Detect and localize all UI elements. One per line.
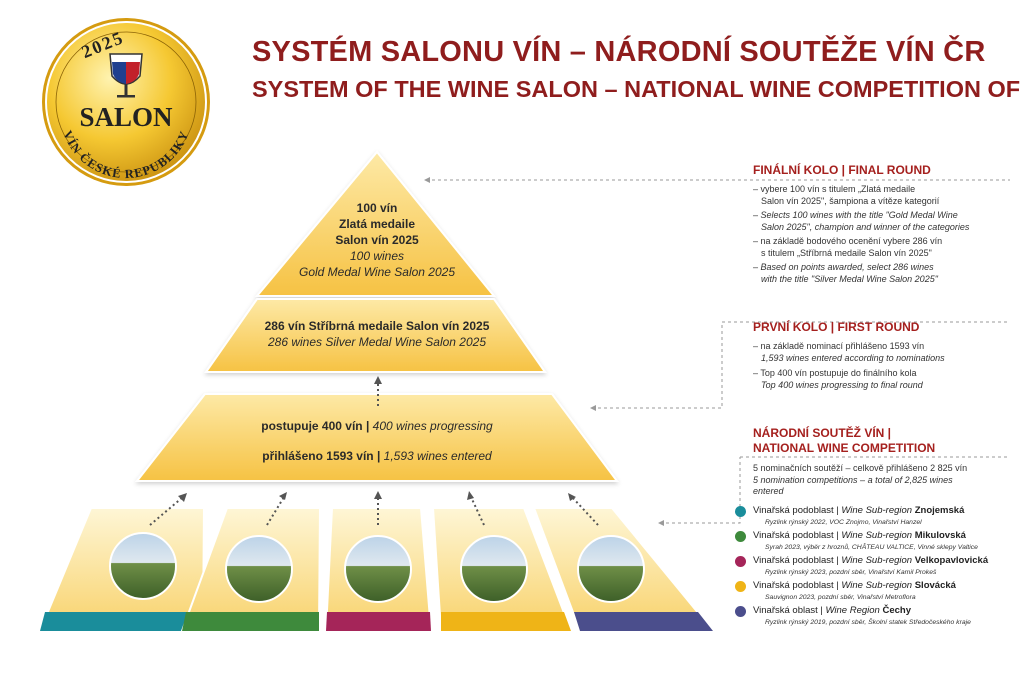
legend-item-mikulovska: Vinařská podoblast | Wine Sub-region Mik… — [735, 530, 1020, 555]
legend-item-velkopavlovicka: Vinařská podoblast | Wine Sub-region Vel… — [735, 555, 1020, 580]
legend-item-znojemska: Vinařská podoblast | Wine Sub-region Zno… — [735, 505, 1020, 530]
wine-glass-icon — [109, 53, 143, 98]
pyramid-lower-tier — [134, 393, 619, 482]
region-card-slovacka — [431, 507, 573, 632]
final-round-heading: FINÁLNÍ KOLO | FINAL ROUND — [753, 163, 931, 177]
arrow-card-4 — [470, 496, 485, 526]
vineyard-photo-5 — [577, 535, 645, 603]
vineyard-photo-3 — [344, 535, 412, 603]
legend-item-cechy: Vinařská oblast | Wine Region Čechy Ryzl… — [735, 605, 1020, 630]
page-title-cz: SYSTÉM SALONU VÍN – NÁRODNÍ SOUTĚŽE VÍN … — [252, 36, 986, 68]
vineyard-photo-2 — [225, 535, 293, 603]
legend-dot — [735, 556, 746, 567]
pyramid-middle-tier — [204, 298, 547, 373]
arrow-card-1 — [149, 496, 184, 526]
national-competition-panel: NÁRODNÍ SOUTĚŽ VÍN | NATIONAL WINE COMPE… — [753, 426, 968, 496]
salon-logo: SALON VÍN ČESKÉ REPUBLIKY 2025 — [42, 18, 210, 186]
middle-tier-text: 286 vín Stříbrná medaile Salon vín 2025 … — [264, 319, 490, 349]
legend-dot — [735, 506, 746, 517]
connector-first-round — [592, 322, 723, 409]
arrow-card-2 — [266, 496, 285, 526]
legend-dot — [735, 531, 746, 542]
final-round-panel: FINÁLNÍ KOLO | FINAL ROUND – vybere 100 … — [753, 163, 1013, 285]
region-legend: Vinařská podoblast | Wine Sub-region Zno… — [735, 505, 1020, 630]
page-title-en: SYSTEM OF THE WINE SALON – NATIONAL WINE… — [252, 76, 1024, 102]
logo-name: SALON — [79, 102, 173, 132]
first-round-panel: PRVNÍ KOLO | FIRST ROUND – na základě no… — [753, 320, 1013, 391]
top-tier-text: 100 vín Zlatá medaile Salon vín 2025 100… — [299, 201, 455, 279]
legend-dot — [735, 606, 746, 617]
connector-national — [660, 457, 741, 524]
first-round-heading: PRVNÍ KOLO | FIRST ROUND — [753, 320, 920, 334]
region-card-velkopavlovicka — [324, 507, 433, 632]
legend-item-slovacka: Vinařská podoblast | Wine Sub-region Slo… — [735, 580, 1020, 605]
region-card-mikulovska — [180, 507, 322, 632]
region-card-cechy — [532, 507, 716, 632]
legend-dot — [735, 581, 746, 592]
vineyard-photo-4 — [460, 535, 528, 603]
vineyard-photo-1 — [109, 532, 177, 600]
region-card-znojemska — [38, 507, 206, 632]
lower-tier-text: postupuje 400 vín | 400 wines progressin… — [261, 419, 493, 463]
arrow-card-5 — [571, 496, 599, 526]
pyramid-top-tier — [254, 150, 497, 297]
